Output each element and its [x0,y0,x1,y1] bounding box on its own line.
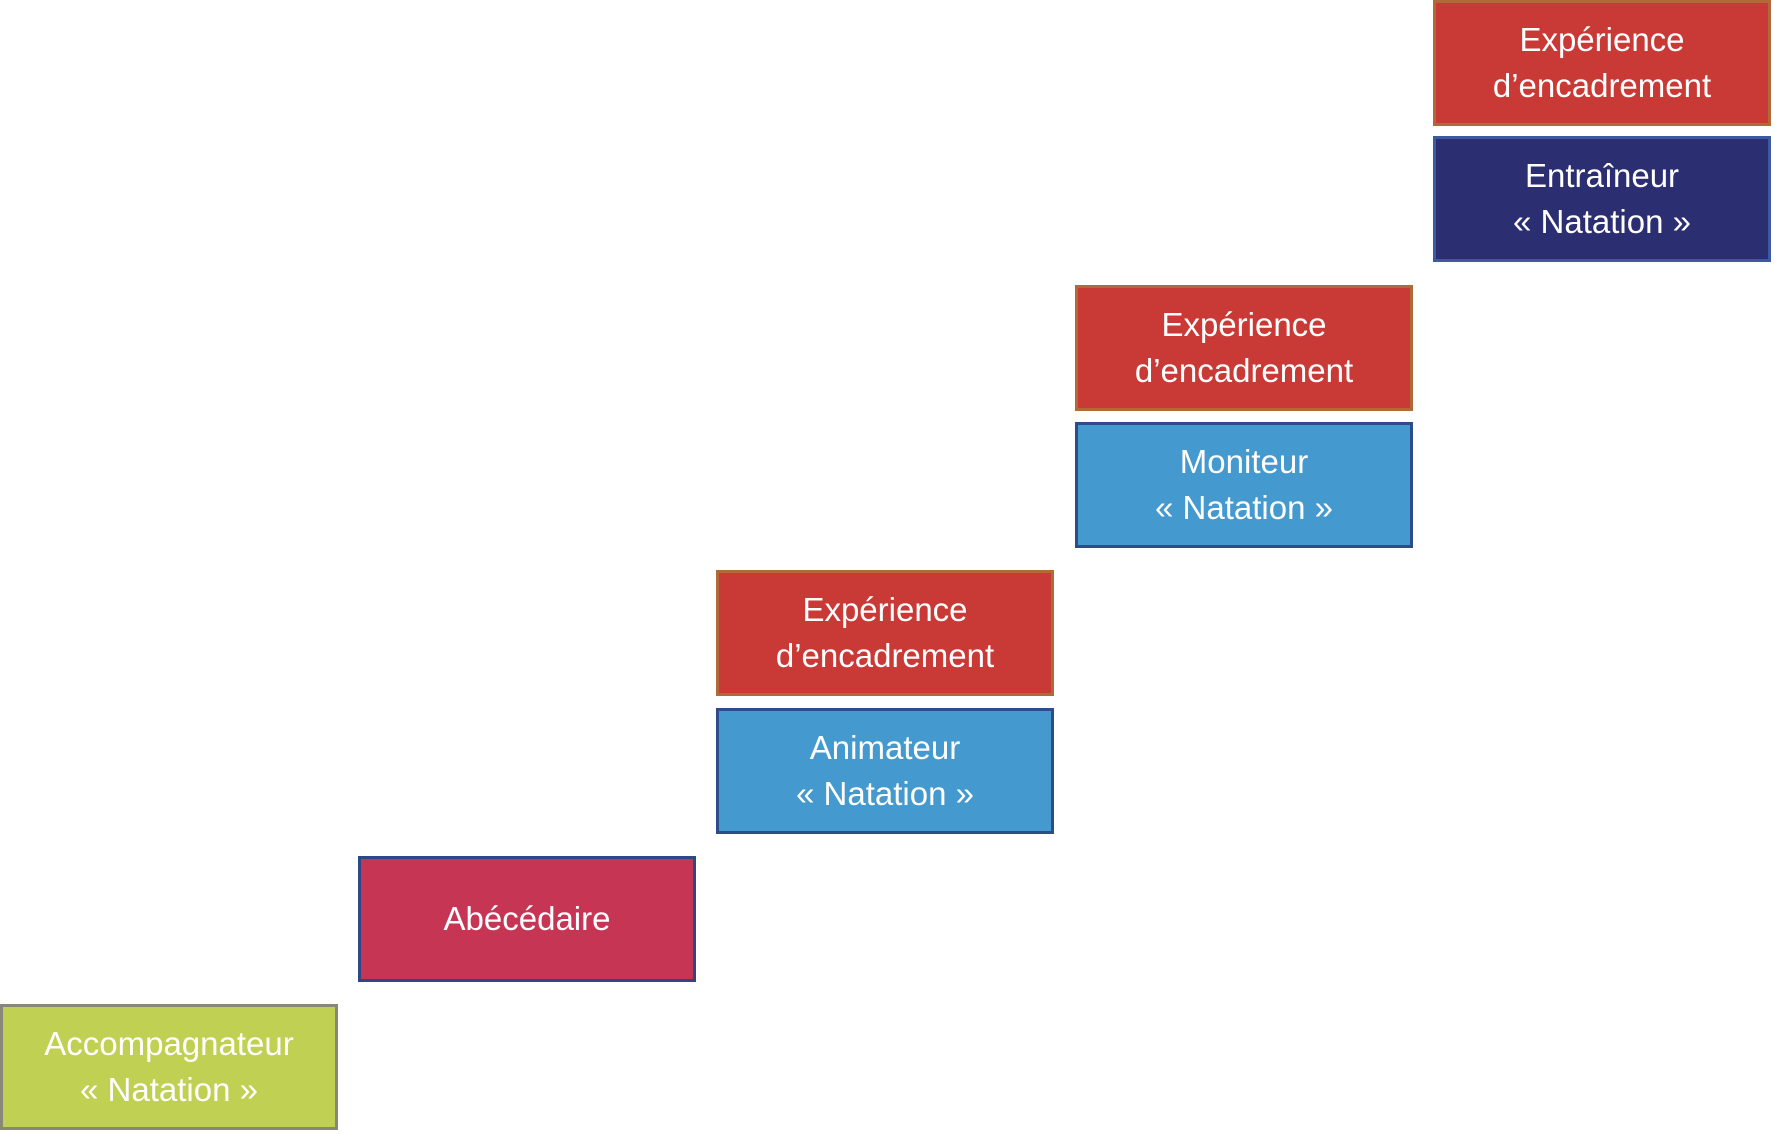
experience-title: Expérience [802,591,968,628]
animateur-subtitle: « Natation » [796,775,974,812]
moniteur-subtitle: « Natation » [1155,489,1333,526]
experience-box-animateur: Expérience d’encadrement [716,570,1054,696]
animateur-box: Animateur « Natation » [716,708,1054,834]
experience-title: Expérience [1519,21,1685,58]
moniteur-title: Moniteur [1179,443,1309,480]
experience-subtitle: d’encadrement [1492,67,1712,104]
accompagnateur-subtitle: « Natation » [80,1071,258,1108]
animateur-title: Animateur [809,729,961,766]
accompagnateur-title: Accompagnateur [44,1025,294,1062]
abecedaire-title: Abécédaire [443,900,611,937]
experience-box-moniteur: Expérience d’encadrement [1075,285,1413,411]
experience-box-entraineur: Expérience d’encadrement [1433,0,1771,126]
accompagnateur-box: Accompagnateur « Natation » [0,1004,338,1130]
experience-subtitle: d’encadrement [775,637,995,674]
moniteur-box: Moniteur « Natation » [1075,422,1413,548]
entraineur-box: Entraîneur « Natation » [1433,136,1771,262]
abecedaire-box: Abécédaire [358,856,696,982]
experience-title: Expérience [1161,306,1327,343]
experience-subtitle: d’encadrement [1134,352,1354,389]
entraineur-subtitle: « Natation » [1513,203,1691,240]
entraineur-title: Entraîneur [1524,157,1680,194]
